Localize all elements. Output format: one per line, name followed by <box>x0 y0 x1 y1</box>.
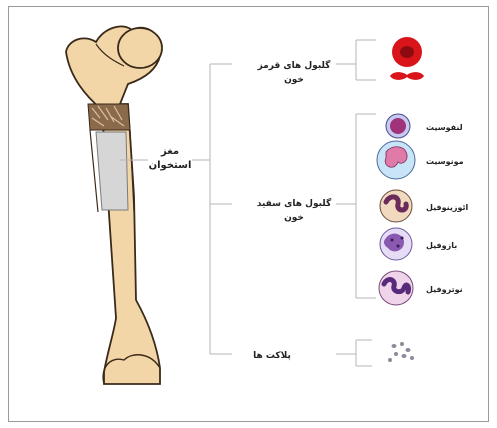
femur-bone-illustration <box>66 26 162 384</box>
platelet-bracket <box>336 340 372 366</box>
cell-label-eosinophil: ائوزینوفیل <box>426 203 469 212</box>
marrow-label-line2: استخوان <box>149 160 192 171</box>
cell-label-neutrophil: نوتروفیل <box>426 285 463 294</box>
eosinophil-cell <box>380 190 412 222</box>
neutrophil-cell <box>379 271 413 305</box>
marrow-cavity <box>96 132 128 210</box>
group-label-wbc-line1: گلبول های سفید <box>257 197 332 209</box>
marrow-label-line1: مغز <box>160 146 179 157</box>
cell-label-monocyte: مونوسیت <box>426 157 464 166</box>
lymphocyte-cell <box>386 114 410 138</box>
group-label-wbc-line2: خون <box>284 213 304 223</box>
cell-label-basophil: بازوفیل <box>426 241 457 250</box>
rbc-bracket <box>336 40 376 80</box>
group-label-rbc-line1: گلبول های قرمز <box>257 59 332 71</box>
platelets-cluster <box>388 342 414 362</box>
basophil-cell <box>380 228 412 260</box>
wbc-bracket <box>336 114 376 298</box>
rbc-disc-side <box>390 72 424 80</box>
group-label-rbc-line2: خون <box>284 75 304 85</box>
main-bracket <box>192 64 232 354</box>
monocyte-cell <box>377 141 415 179</box>
group-label-platelets: پلاکت ها <box>253 351 291 361</box>
rbc-disc-front <box>392 37 422 67</box>
cell-label-lymphocyte: لنفوسیت <box>426 123 463 132</box>
femur-head <box>118 28 162 68</box>
